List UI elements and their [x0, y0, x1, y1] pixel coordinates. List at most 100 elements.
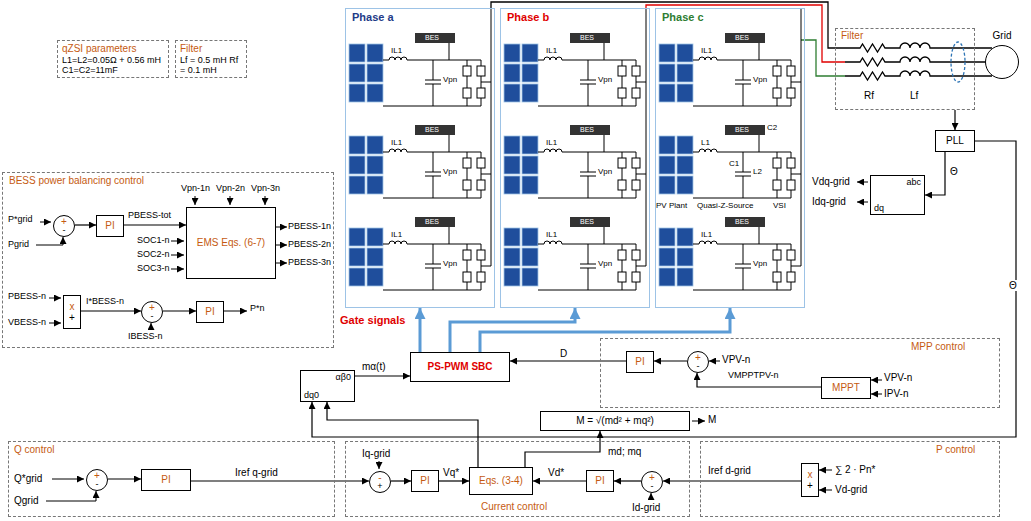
signal-label: IL1 — [391, 139, 402, 148]
connector — [419, 308, 422, 352]
switch — [787, 66, 795, 76]
node-title: PI — [420, 475, 429, 487]
pv-module — [367, 64, 383, 82]
connector — [124, 224, 186, 225]
pv-module — [504, 136, 520, 154]
signal-arrow — [709, 361, 720, 362]
connector-label: VMPPTPV-n — [728, 371, 779, 381]
signal-arrow — [230, 196, 231, 205]
connector-label: Iref q-grid — [235, 467, 278, 478]
signal-label: Vdq-grid — [812, 176, 850, 187]
control-group: Q control+-PI — [8, 441, 335, 517]
signal-label: IL1 — [391, 47, 402, 56]
signal-label: BES — [425, 126, 439, 134]
pv-module — [504, 268, 520, 286]
signal-label: Q*grid — [14, 473, 42, 484]
signal-label: Θ — [1009, 280, 1017, 291]
signal-arrow — [224, 311, 247, 312]
battery — [725, 33, 765, 43]
connector — [663, 480, 801, 481]
signal-label: BES — [580, 34, 594, 42]
node-title: + — [149, 303, 155, 312]
node-title: Eqs. (3-4) — [479, 475, 523, 487]
signal-arrow — [36, 237, 63, 245]
node-title: P control — [936, 444, 975, 456]
sensing-ellipse — [951, 42, 965, 82]
filter-branch — [845, 57, 985, 66]
switch — [787, 250, 795, 260]
pv-module — [659, 248, 675, 266]
connector — [391, 480, 411, 481]
filter-branch — [845, 43, 992, 52]
switch — [773, 180, 781, 190]
pv-module — [504, 176, 520, 194]
switch — [787, 180, 795, 190]
multiplier-block: x+ — [63, 295, 81, 329]
signal-label: C1 — [729, 160, 739, 169]
signal-arrow — [857, 202, 868, 203]
converter-cell — [349, 217, 491, 290]
signal-label: L1 — [701, 139, 710, 148]
signal-label: SOC2-n — [137, 250, 170, 260]
bus-wire — [801, 8, 802, 266]
bus-wire — [646, 8, 647, 266]
node-text: - — [151, 312, 154, 321]
connector — [450, 308, 575, 352]
node-text: - — [697, 362, 700, 371]
connector — [925, 152, 945, 195]
pv-module — [504, 44, 520, 62]
signal-arrow — [171, 269, 184, 270]
node-title: Filter — [180, 43, 242, 55]
switch — [618, 88, 626, 98]
pll-block: PLL — [935, 130, 975, 152]
qzsi-circuit — [693, 43, 801, 106]
pv-module — [349, 176, 365, 194]
sum-junction: +- — [141, 301, 163, 323]
phase-wire — [646, 5, 845, 62]
converter-cell — [659, 217, 801, 290]
switch — [632, 272, 640, 282]
switch — [463, 180, 471, 190]
switch — [787, 272, 795, 282]
switch — [773, 250, 781, 260]
signal-label: VSI — [773, 202, 786, 211]
signal-label: IPV-n — [884, 388, 908, 399]
switch — [773, 66, 781, 76]
node-title: EMS Eqs. (6-7) — [197, 237, 265, 249]
pi-block: PI — [411, 470, 439, 492]
node-title: MPP control — [911, 341, 965, 353]
connector-layer — [75, 110, 1016, 481]
signal-label: Vpn — [598, 260, 612, 269]
signal-arrow — [871, 380, 882, 381]
qzsi-circuit — [693, 135, 801, 198]
connector-label: Vd* — [548, 467, 564, 478]
pv-module — [659, 156, 675, 174]
battery — [570, 217, 610, 227]
pv-module — [349, 156, 365, 174]
signal-arrow — [151, 323, 152, 330]
signal-label: Vpn — [443, 260, 457, 269]
pv-module — [522, 84, 538, 102]
switch — [632, 250, 640, 260]
signal-label: Vpn-2n — [216, 184, 245, 194]
signal-label: Idq-grid — [812, 196, 846, 207]
signal-label: IL1 — [546, 231, 557, 240]
switch — [477, 158, 485, 168]
node-title: PI — [105, 220, 114, 232]
mppt-block: MPPT — [821, 377, 871, 399]
node-title: x — [70, 301, 75, 312]
control-group: MPP controlPI+-MPPT — [600, 338, 1000, 408]
switch — [477, 88, 485, 98]
signal-label: Vpn — [753, 76, 767, 85]
node-title: PS-PWM SBC — [428, 361, 493, 373]
pv-module — [522, 228, 538, 246]
converter-cell — [659, 125, 801, 198]
signal-arrow — [276, 263, 287, 264]
pi-block: PI — [196, 301, 224, 323]
switch — [463, 272, 471, 282]
signal-label: Gate signals — [340, 314, 405, 326]
connector — [480, 308, 730, 352]
connector-label: D — [560, 348, 567, 359]
multiplier-block: x+ — [801, 463, 819, 497]
signal-label: BES — [580, 218, 594, 226]
